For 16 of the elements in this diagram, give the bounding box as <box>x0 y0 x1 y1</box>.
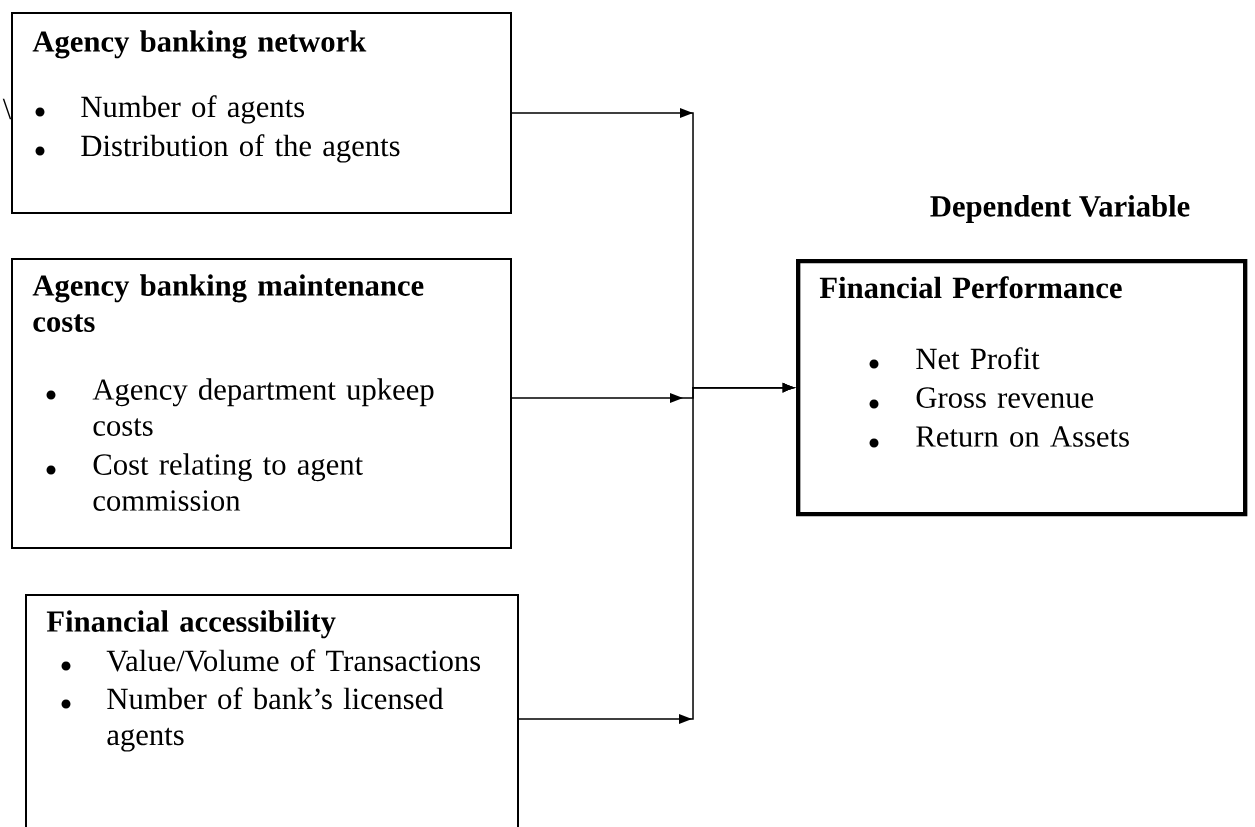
bullet-item: Value/Volume of Transactions <box>106 649 481 672</box>
heading: Agency banking network <box>32 30 367 59</box>
bullet-item: Distribution of the agents <box>81 134 400 163</box>
bullet-item: Number of agents <box>81 95 305 124</box>
heading: Agency banking maintenance costs <box>32 274 424 332</box>
bullet-item: Number of bank’s licensed agents <box>107 687 444 752</box>
bullet-item: Return on Assets <box>916 426 1129 447</box>
heading: Dependent Variable <box>930 195 1190 223</box>
arrow <box>518 383 794 724</box>
heading: Financial accessibility <box>46 610 336 639</box>
bullet-item: Cost relating to agent commission <box>93 453 363 511</box>
bullet-item: Net Profit <box>916 347 1040 370</box>
bullet-item: Agency department upkeep costs <box>92 378 434 436</box>
bullet-item: Gross revenue <box>916 387 1094 408</box>
heading: Financial Performance <box>819 276 1122 299</box>
stray-mark: \ <box>2 98 12 120</box>
